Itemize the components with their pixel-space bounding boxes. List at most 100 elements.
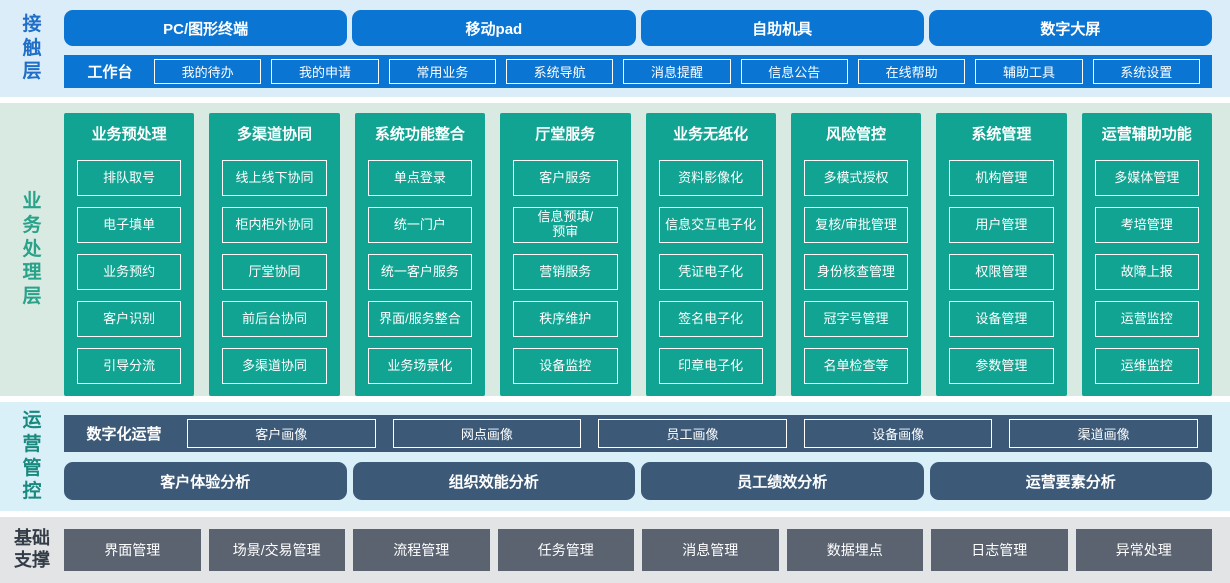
foundation-button[interactable]: 任务管理: [497, 529, 634, 571]
column-item[interactable]: 多渠道协同: [222, 348, 327, 384]
workbench-bar: 工作台 我的待办我的申请常用业务系统导航消息提醒信息公告在线帮助辅助工具系统设置: [64, 55, 1212, 88]
foundation-layer-content: 界面管理场景/交易管理流程管理任务管理消息管理数据埋点日志管理异常处理: [64, 517, 1230, 583]
column-item[interactable]: 签名电子化: [658, 301, 763, 337]
terminal-button[interactable]: 数字大屏: [928, 10, 1212, 46]
foundation-button[interactable]: 异常处理: [1075, 529, 1212, 571]
column-item[interactable]: 运营监控: [1094, 301, 1199, 337]
business-column: 系统功能整合单点登录统一门户统一客户服务界面/服务整合业务场景化: [354, 113, 486, 396]
business-columns-grid: 业务预处理排队取号电子填单业务预约客户识别引导分流多渠道协同线上线下协同柜内柜外…: [64, 113, 1212, 396]
column-item[interactable]: 排队取号: [77, 160, 182, 196]
column-item[interactable]: 信息交互电子化: [658, 207, 763, 243]
workbench-item[interactable]: 在线帮助: [857, 59, 966, 84]
column-title: 厅堂服务: [535, 126, 596, 143]
column-item[interactable]: 身份核查管理: [803, 254, 909, 290]
column-item[interactable]: 设备管理: [949, 301, 1054, 337]
business-column: 业务无纸化资料影像化信息交互电子化凭证电子化签名电子化印章电子化: [645, 113, 776, 396]
column-item[interactable]: 统一门户: [367, 207, 473, 243]
workbench-item[interactable]: 我的待办: [154, 59, 262, 84]
column-title: 系统功能整合: [374, 126, 465, 143]
foundation-button[interactable]: 界面管理: [64, 529, 201, 571]
workbench-item[interactable]: 系统导航: [505, 59, 614, 84]
business-column: 厅堂服务客户服务信息预填/ 预审营销服务秩序维护设备监控: [500, 113, 631, 396]
ops-layer-label: 运 营 管 控: [22, 410, 42, 503]
column-item[interactable]: 界面/服务整合: [367, 301, 473, 337]
business-processing-layer: 业 务 处 理 层 业务预处理排队取号电子填单业务预约客户识别引导分流 多渠道协同…: [0, 103, 1230, 396]
column-item[interactable]: 名单检查等: [803, 348, 909, 384]
column-item[interactable]: 单点登录: [367, 160, 473, 196]
column-title: 风险管控: [826, 126, 887, 143]
column-item[interactable]: 线上线下协同: [222, 160, 327, 196]
column-item[interactable]: 用户管理: [949, 207, 1054, 243]
terminal-button[interactable]: 移动pad: [352, 10, 636, 46]
digital-operations-bar: 数字化运营 客户画像网点画像员工画像设备画像渠道画像: [64, 415, 1212, 452]
analysis-button[interactable]: 运营要素分析: [929, 462, 1212, 500]
digital-ops-item[interactable]: 设备画像: [803, 419, 993, 448]
column-item[interactable]: 业务场景化: [367, 348, 473, 384]
column-title: 业务无纸化: [673, 126, 749, 143]
analysis-button[interactable]: 员工绩效分析: [641, 462, 924, 500]
column-item[interactable]: 秩序维护: [513, 301, 618, 337]
digital-ops-item[interactable]: 渠道画像: [1009, 419, 1198, 448]
foundation-layer-label: 基础 支撑: [14, 528, 50, 570]
column-title: 业务预处理: [91, 126, 167, 143]
column-item[interactable]: 参数管理: [949, 348, 1054, 384]
foundation-button[interactable]: 日志管理: [931, 529, 1068, 571]
column-item[interactable]: 前后台协同: [222, 301, 327, 337]
analysis-button[interactable]: 客户体验分析: [64, 462, 347, 500]
digital-ops-item[interactable]: 客户画像: [187, 419, 376, 448]
column-item[interactable]: 资料影像化: [658, 160, 763, 196]
business-layer-label-col: 业 务 处 理 层: [0, 103, 64, 396]
column-item[interactable]: 柜内柜外协同: [222, 207, 327, 243]
business-column: 系统管理机构管理用户管理权限管理设备管理参数管理: [936, 113, 1067, 396]
workbench-item[interactable]: 信息公告: [740, 59, 848, 84]
column-title: 多渠道协同: [237, 126, 313, 143]
terminal-button[interactable]: PC/图形终端: [64, 10, 348, 46]
column-item[interactable]: 复核/审批管理: [803, 207, 909, 243]
column-item[interactable]: 故障上报: [1094, 254, 1199, 290]
business-layer-content: 业务预处理排队取号电子填单业务预约客户识别引导分流多渠道协同线上线下协同柜内柜外…: [64, 103, 1230, 396]
column-item[interactable]: 营销服务: [513, 254, 618, 290]
terminal-button[interactable]: 自助机具: [640, 10, 924, 46]
analysis-buttons-row: 客户体验分析组织效能分析员工绩效分析运营要素分析: [64, 462, 1212, 500]
column-item[interactable]: 凭证电子化: [658, 254, 763, 290]
column-item[interactable]: 统一客户服务: [367, 254, 473, 290]
column-item[interactable]: 客户服务: [513, 160, 618, 196]
column-item[interactable]: 引导分流: [77, 348, 182, 384]
column-item[interactable]: 业务预约: [77, 254, 182, 290]
column-item[interactable]: 厅堂协同: [222, 254, 327, 290]
workbench-item[interactable]: 常用业务: [388, 59, 496, 84]
workbench-item[interactable]: 消息提醒: [623, 59, 731, 84]
workbench-item[interactable]: 辅助工具: [975, 59, 1083, 84]
column-item[interactable]: 信息预填/ 预审: [513, 207, 618, 243]
workbench-item[interactable]: 我的申请: [271, 59, 379, 84]
column-item[interactable]: 运维监控: [1094, 348, 1199, 384]
column-item[interactable]: 客户识别: [77, 301, 182, 337]
column-item[interactable]: 机构管理: [949, 160, 1054, 196]
foundation-button[interactable]: 消息管理: [642, 529, 779, 571]
foundation-button[interactable]: 数据埋点: [786, 529, 923, 571]
workbench-item[interactable]: 系统设置: [1092, 59, 1200, 84]
ops-layer-content: 数字化运营 客户画像网点画像员工画像设备画像渠道画像 客户体验分析组织效能分析员…: [64, 402, 1230, 511]
column-item[interactable]: 印章电子化: [658, 348, 763, 384]
column-item[interactable]: 冠字号管理: [803, 301, 909, 337]
foundation-button[interactable]: 场景/交易管理: [208, 529, 345, 571]
column-item[interactable]: 多模式授权: [803, 160, 909, 196]
column-item[interactable]: 电子填单: [77, 207, 182, 243]
ops-layer-label-col: 运 营 管 控: [0, 402, 64, 511]
column-item[interactable]: 权限管理: [949, 254, 1054, 290]
digital-ops-item[interactable]: 网点画像: [392, 419, 582, 448]
analysis-button[interactable]: 组织效能分析: [352, 462, 635, 500]
column-title: 运营辅助功能: [1101, 126, 1192, 143]
business-column: 风险管控多模式授权复核/审批管理身份核查管理冠字号管理名单检查等: [790, 113, 922, 396]
column-item[interactable]: 多媒体管理: [1094, 160, 1199, 196]
foundation-buttons-row: 界面管理场景/交易管理流程管理任务管理消息管理数据埋点日志管理异常处理: [64, 529, 1212, 571]
contact-layer-label-col: 接 触 层: [0, 0, 64, 97]
foundation-button[interactable]: 流程管理: [353, 529, 490, 571]
column-item[interactable]: 设备监控: [513, 348, 618, 384]
column-item[interactable]: 考培管理: [1094, 207, 1199, 243]
digital-ops-item[interactable]: 员工画像: [598, 419, 787, 448]
